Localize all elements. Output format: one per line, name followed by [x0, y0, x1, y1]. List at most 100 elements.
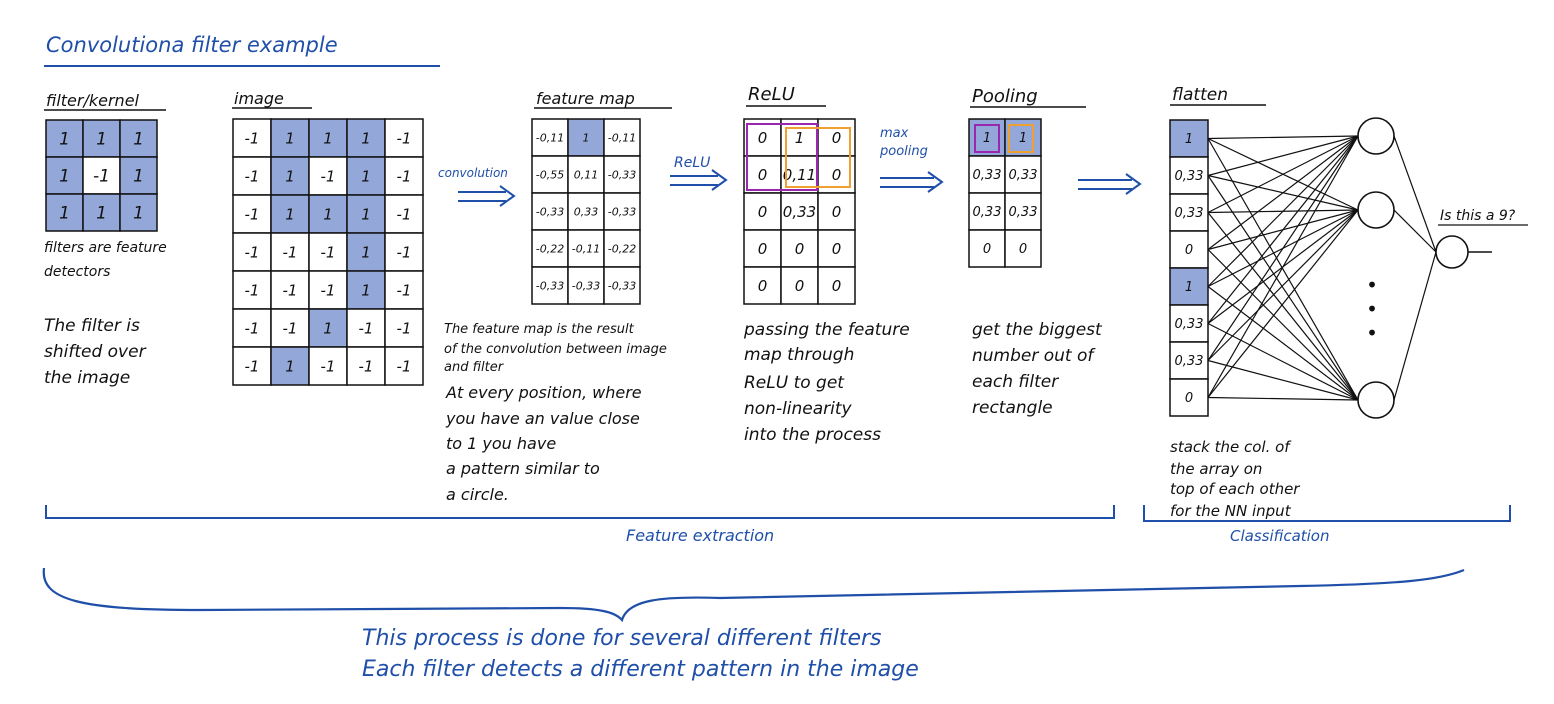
- relu-arrow-icon: [670, 169, 728, 191]
- image-cell: [308, 156, 348, 196]
- relu-cell-value: 0: [832, 277, 842, 295]
- image-cell: [384, 156, 424, 196]
- convolution-arrow-icon: [458, 185, 516, 207]
- feature-map-cell-value: -0,33: [572, 279, 600, 292]
- flatten-cell: [1169, 304, 1209, 343]
- feature-map-cell-value: -0,33: [608, 279, 636, 292]
- image-cell-value: 1: [361, 243, 371, 261]
- input-hidden-connection: [1207, 249, 1359, 401]
- image-cell-value: -1: [245, 281, 260, 299]
- hidden-output-connection: [1393, 251, 1437, 401]
- relu-cell-value: 0: [758, 203, 768, 221]
- image-cell: [270, 156, 310, 196]
- input-hidden-connection: [1207, 135, 1359, 361]
- relu-cell-value: 0: [832, 166, 842, 184]
- filter-cell: [119, 193, 158, 232]
- flatten-heading: flatten: [1172, 85, 1228, 105]
- image-cell: [232, 270, 272, 310]
- pooling-cell-value: 0,33: [973, 205, 1002, 220]
- hidden-neuron: [1357, 191, 1395, 229]
- pooling-cell-value: 1: [983, 131, 991, 146]
- feature-map-cell: [567, 192, 605, 231]
- feature-map-cell-value: -0,11: [608, 131, 636, 144]
- relu-cell-value: 0: [758, 166, 768, 184]
- image-cell-value: 1: [323, 319, 333, 337]
- relu-cell-value: 0,11: [783, 166, 816, 184]
- relu-cell-value: 0: [832, 240, 842, 258]
- flatten-cell-value: 1: [1185, 280, 1193, 295]
- image-cell: [308, 308, 348, 348]
- neural-network: [1207, 117, 1492, 419]
- flatten-cell: [1169, 378, 1209, 417]
- image-cell-value: -1: [321, 357, 336, 375]
- image-cell: [270, 118, 310, 158]
- image-cell-value: -1: [245, 205, 260, 223]
- filter-cell: [82, 119, 121, 158]
- convolution-label: convolution: [438, 166, 508, 180]
- feature-map-cell: [603, 192, 641, 231]
- pooling-arrow-icon: [880, 171, 944, 193]
- feature-map-cell-value: -0,11: [536, 131, 564, 144]
- classification-label: Classification: [1230, 527, 1330, 545]
- flatten-cell-value: 1: [1185, 132, 1193, 147]
- input-hidden-connection: [1207, 135, 1359, 287]
- feature-map-cell-value: -0,11: [572, 242, 600, 255]
- image-cell-value: -1: [359, 357, 374, 375]
- hidden-output-connection: [1393, 209, 1437, 253]
- filter-heading: filter/kernel: [46, 91, 140, 110]
- feature-map-cell: [531, 118, 569, 157]
- feature-extraction-label: Feature extraction: [626, 526, 774, 545]
- input-hidden-connection: [1207, 135, 1359, 398]
- image-cell: [346, 346, 386, 386]
- filter-cell-value: 1: [133, 204, 144, 224]
- filter-description: The filter is shifted over the image: [44, 316, 151, 388]
- feature-map-cell: [567, 155, 605, 194]
- relu-cell-value: 0: [795, 240, 805, 258]
- image-cell-value: -1: [245, 243, 260, 261]
- feature-map-cell: [603, 229, 641, 268]
- image-cell-value: -1: [397, 319, 412, 337]
- flatten-cell-value: 0: [1185, 391, 1193, 406]
- relu-cell: [817, 229, 856, 268]
- pooling-arrow-label: max pooling: [879, 126, 928, 159]
- image-cell-value: 1: [323, 205, 333, 223]
- feature-map-cell-value: -0,55: [536, 168, 564, 181]
- relu-cell: [743, 192, 782, 231]
- image-cell-value: 1: [323, 129, 333, 147]
- feature-map-heading: feature map: [536, 89, 635, 108]
- pooling-cell-value: 1: [1019, 131, 1027, 146]
- input-hidden-connection: [1207, 135, 1359, 250]
- flatten-cell: [1169, 156, 1209, 195]
- pooling-description: get the biggest number out of each filte…: [972, 320, 1107, 418]
- pooling-cell-value: 0: [1019, 242, 1027, 257]
- filter-cell-value: 1: [59, 167, 70, 187]
- feature-map-cell-value: -0,22: [536, 242, 564, 255]
- input-hidden-connection: [1207, 175, 1359, 401]
- pooling-cell-value: 0: [983, 242, 991, 257]
- relu-cell-value: 0: [832, 129, 842, 147]
- image-cell-value: -1: [283, 243, 298, 261]
- output-neuron: [1435, 235, 1469, 269]
- flatten-description: stack the col. of the array on top of ea…: [1170, 438, 1304, 520]
- relu-description: passing the feature map through ReLU to …: [743, 320, 915, 445]
- feature-extraction-bracket: [45, 505, 1115, 519]
- filter-cell: [119, 119, 158, 158]
- feature-map-cell-value: 0,33: [574, 205, 599, 218]
- image-cell-value: -1: [397, 243, 412, 261]
- input-hidden-connection: [1207, 209, 1359, 398]
- input-hidden-connection: [1207, 135, 1359, 177]
- relu-cell-value: 0: [758, 277, 768, 295]
- image-cell-value: -1: [245, 129, 260, 147]
- feature-map-description: At every position, where you have an val…: [445, 383, 647, 504]
- relu-cell: [780, 229, 819, 268]
- feature-map-note: The feature map is the result of the con…: [444, 322, 671, 375]
- image-cell-value: 1: [285, 357, 295, 375]
- flatten-cell-value: 0,33: [1175, 354, 1204, 369]
- image-cell-value: -1: [397, 205, 412, 223]
- image-cell-value: -1: [397, 357, 412, 375]
- image-cell-value: -1: [245, 319, 260, 337]
- flatten-arrow-icon: [1078, 173, 1142, 195]
